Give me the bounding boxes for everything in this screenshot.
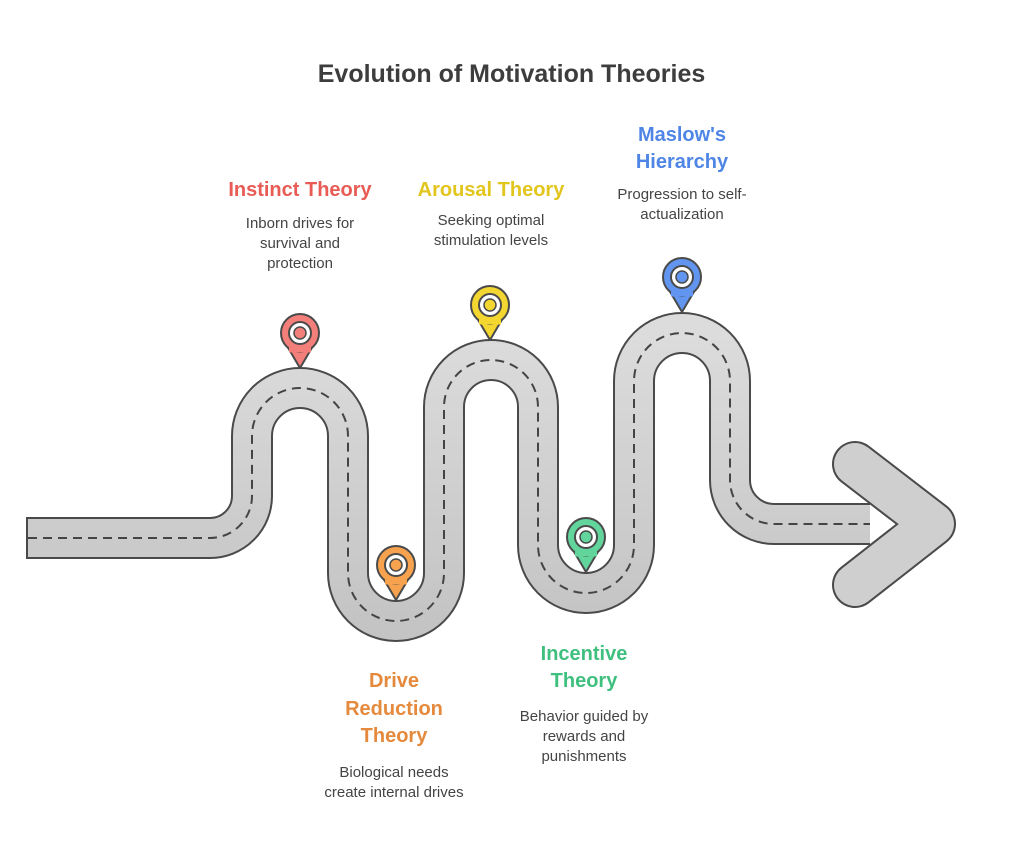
arrow-head-icon bbox=[834, 443, 954, 606]
milestone-title: Instinct Theory bbox=[190, 177, 410, 204]
pin-dot bbox=[579, 530, 593, 544]
title-line: Theory bbox=[360, 725, 428, 747]
milestone-title: Drive Reduction Theory bbox=[284, 668, 504, 751]
milestone-desc: Progression to self- actualization bbox=[572, 185, 792, 225]
title-line: Hierarchy bbox=[635, 151, 729, 173]
milestone-title: Arousal Theory bbox=[381, 177, 601, 204]
milestone-title: Incentive Theory bbox=[474, 641, 694, 695]
title-line: Maslow's bbox=[637, 124, 727, 146]
title-line: Theory bbox=[550, 670, 618, 692]
desc-line: create internal drives bbox=[324, 783, 464, 801]
desc-line: stimulation levels bbox=[433, 232, 549, 249]
desc-line: Seeking optimal bbox=[437, 212, 545, 229]
milestone-desc: Behavior guided by rewards and punishmen… bbox=[474, 707, 694, 767]
milestone-drive-reduction: Drive Reduction Theory Biological needs … bbox=[284, 668, 504, 803]
pin-dot bbox=[389, 558, 403, 572]
desc-line: Biological needs bbox=[339, 763, 449, 781]
title-line: Arousal Theory bbox=[417, 179, 565, 201]
milestone-desc: Seeking optimal stimulation levels bbox=[381, 211, 601, 251]
diagram-title: Evolution of Motivation Theories bbox=[317, 60, 706, 88]
title-line: Reduction bbox=[345, 697, 443, 720]
desc-line: Behavior guided by bbox=[519, 708, 649, 725]
road-surface bbox=[28, 314, 870, 640]
milestone-title: Maslow's Hierarchy bbox=[572, 122, 792, 176]
milestone-instinct: Instinct Theory Inborn drives for surviv… bbox=[190, 177, 410, 274]
pin-dot bbox=[675, 270, 689, 284]
title-line: Incentive bbox=[540, 643, 628, 665]
milestone-desc: Inborn drives for survival and protectio… bbox=[190, 214, 410, 274]
road-centerline bbox=[28, 332, 870, 622]
title-line: Drive bbox=[368, 670, 420, 692]
desc-line: Inborn drives for bbox=[245, 215, 355, 232]
milestone-incentive: Incentive Theory Behavior guided by rewa… bbox=[474, 641, 694, 767]
desc-line: rewards and bbox=[542, 728, 626, 745]
pin-dot bbox=[483, 298, 497, 312]
desc-line: Progression to self- bbox=[617, 186, 747, 203]
desc-line: protection bbox=[267, 255, 333, 272]
desc-line: actualization bbox=[640, 206, 724, 223]
milestone-maslow: Maslow's Hierarchy Progression to self- … bbox=[572, 122, 792, 225]
milestone-desc: Biological needs create internal drives bbox=[284, 763, 504, 803]
pin-dot bbox=[293, 326, 307, 340]
title-line: Instinct Theory bbox=[228, 179, 372, 201]
desc-line: survival and bbox=[259, 235, 341, 252]
desc-line: punishments bbox=[541, 748, 627, 765]
milestone-arousal: Arousal Theory Seeking optimal stimulati… bbox=[381, 177, 601, 251]
